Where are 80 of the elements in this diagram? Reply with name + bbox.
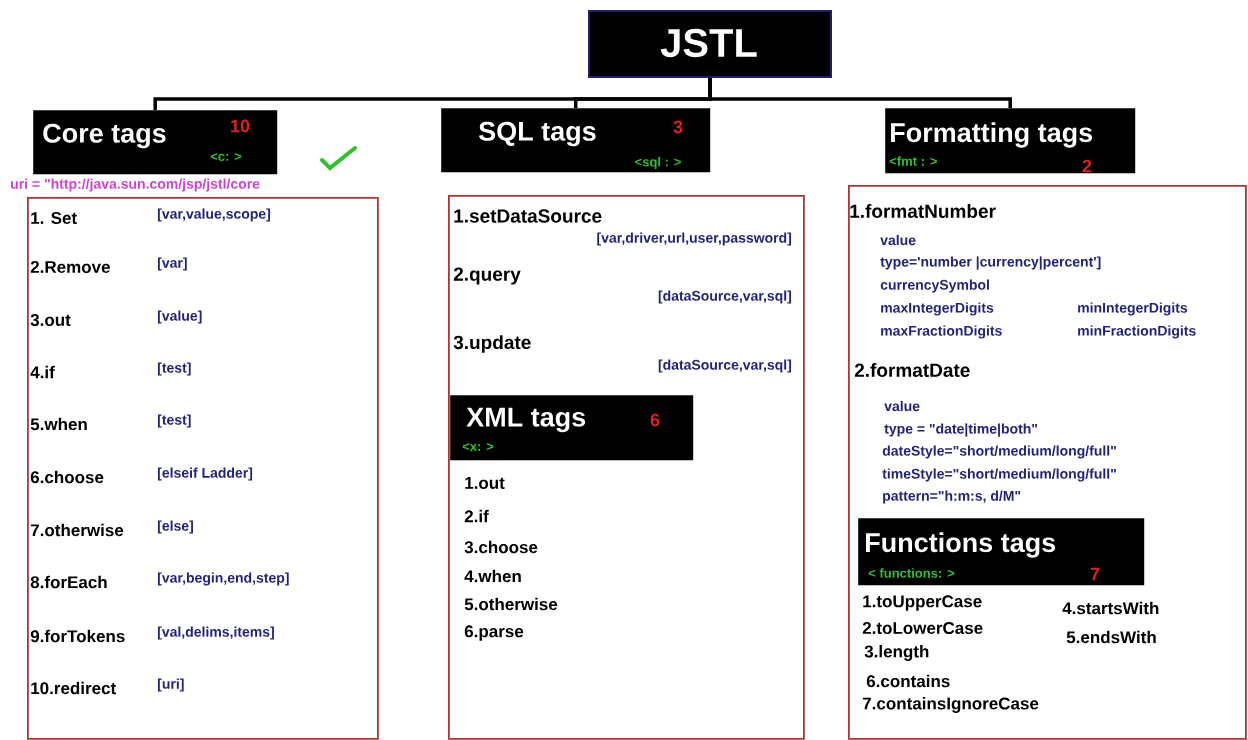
tag-name: 4.when xyxy=(464,569,521,583)
attribute-list: currencySymbol xyxy=(880,279,989,293)
attribute-list: [elseif Ladder] xyxy=(158,467,253,481)
tag-name: 7.containsIgnoreCase xyxy=(862,697,1039,713)
tag-name: 5.when xyxy=(30,417,87,431)
tag-name: 5.otherwise xyxy=(464,597,558,611)
attribute-list: type = "date|time|both" xyxy=(884,423,1038,437)
heading-box xyxy=(858,518,1145,586)
heading-box xyxy=(885,108,1136,174)
attribute-list: [value] xyxy=(158,310,202,324)
tag-name: 3.update xyxy=(453,335,531,353)
tag-prefix: <c: > xyxy=(210,153,242,161)
heading-text: XML tags xyxy=(466,407,586,433)
list-panel xyxy=(848,185,1247,740)
tag-name: 5.endsWith xyxy=(1066,630,1156,644)
tag-name: 7.otherwise xyxy=(30,523,124,537)
count-number: 7 xyxy=(1090,567,1100,581)
tag-name: 1.setDataSource xyxy=(454,209,602,223)
count-number: 10 xyxy=(231,119,250,133)
tag-name: 6.parse xyxy=(464,625,524,641)
attribute-list: [uri] xyxy=(158,678,184,692)
tag-name: 2.query xyxy=(453,267,521,285)
list-panel xyxy=(27,197,379,740)
tag-name: 1.toUpperCase xyxy=(863,595,982,611)
tag-name: 1.formatNumber xyxy=(850,204,996,218)
tag-name: 2.Remove xyxy=(30,261,110,274)
attribute-list: minFractionDigits xyxy=(1078,325,1196,339)
tag-name: 2.toLowerCase xyxy=(862,622,983,635)
heading-text: SQL tags xyxy=(479,121,596,147)
attribute-list: [test] xyxy=(158,414,191,428)
tag-name: 2.if xyxy=(464,509,489,523)
tag-name: 9.forTokens xyxy=(30,629,125,643)
tag-prefix: <sql : > xyxy=(635,156,681,170)
attribute-list: dateStyle="short/medium/long/full" xyxy=(882,445,1116,459)
attribute-list: [test] xyxy=(158,362,191,376)
attribute-list: [val,delims,items] xyxy=(158,626,274,640)
connector-line xyxy=(708,78,1012,108)
attribute-list: pattern="h:m:s, d/M" xyxy=(883,490,1021,504)
attribute-list: value xyxy=(880,234,916,246)
attribute-list: [dataSource,var,sql] xyxy=(658,359,791,373)
tag-name: 8.forEach xyxy=(30,575,107,589)
tag-name: 4.startsWith xyxy=(1062,601,1159,615)
title-box xyxy=(588,10,832,78)
tag-name: 1. Set xyxy=(31,212,77,225)
tag-name: 6.contains xyxy=(866,674,950,688)
attribute-list: [else] xyxy=(158,520,193,534)
attribute-list: maxFractionDigits xyxy=(881,325,1002,339)
tag-prefix: < functions: > xyxy=(868,568,955,578)
attribute-list: [var] xyxy=(158,257,187,271)
heading-box xyxy=(450,395,694,461)
tag-prefix: <x: > xyxy=(462,443,494,451)
attribute-list: timeStyle="short/medium/long/full" xyxy=(882,468,1116,482)
tag-name: 2.formatDate xyxy=(854,363,970,377)
heading-text: Core tags xyxy=(43,123,166,149)
attribute-list: [dataSource,var,sql] xyxy=(658,290,791,304)
attribute-list: value xyxy=(884,400,920,412)
tag-name: 3.choose xyxy=(464,540,538,554)
tag-name: 3.length xyxy=(864,645,929,661)
attribute-list: [var,value,scope] xyxy=(158,208,271,222)
tag-name: 4.if xyxy=(30,365,55,379)
attribute-list: [var,begin,end,step] xyxy=(158,572,289,586)
heading-box xyxy=(441,108,711,173)
heading-text: Formatting tags xyxy=(891,122,1093,148)
tag-name: 3.out xyxy=(30,313,71,327)
count-number: 6 xyxy=(650,413,660,427)
attribute-list: type='number |currency|percent'] xyxy=(880,256,1101,270)
attribute-list: [var,driver,url,user,password] xyxy=(597,232,791,246)
count-number: 3 xyxy=(673,120,683,134)
list-panel xyxy=(448,195,805,740)
attribute-list: maxIntegerDigits xyxy=(881,302,994,316)
attribute-list: minIntegerDigits xyxy=(1078,302,1188,316)
tag-name: 10.redirect xyxy=(31,681,116,695)
count-number: 2 xyxy=(1082,159,1092,173)
heading-text: Functions tags xyxy=(866,532,1056,558)
tag-prefix: <fmt : > xyxy=(889,156,937,166)
uri-text: uri = "http://java.sun.com/jsp/jstl/core xyxy=(11,178,260,192)
tag-name: 1.out xyxy=(465,477,505,489)
heading-box xyxy=(11,110,278,192)
title-text: JSTL xyxy=(660,28,757,58)
tag-name: 6.choose xyxy=(30,470,104,484)
